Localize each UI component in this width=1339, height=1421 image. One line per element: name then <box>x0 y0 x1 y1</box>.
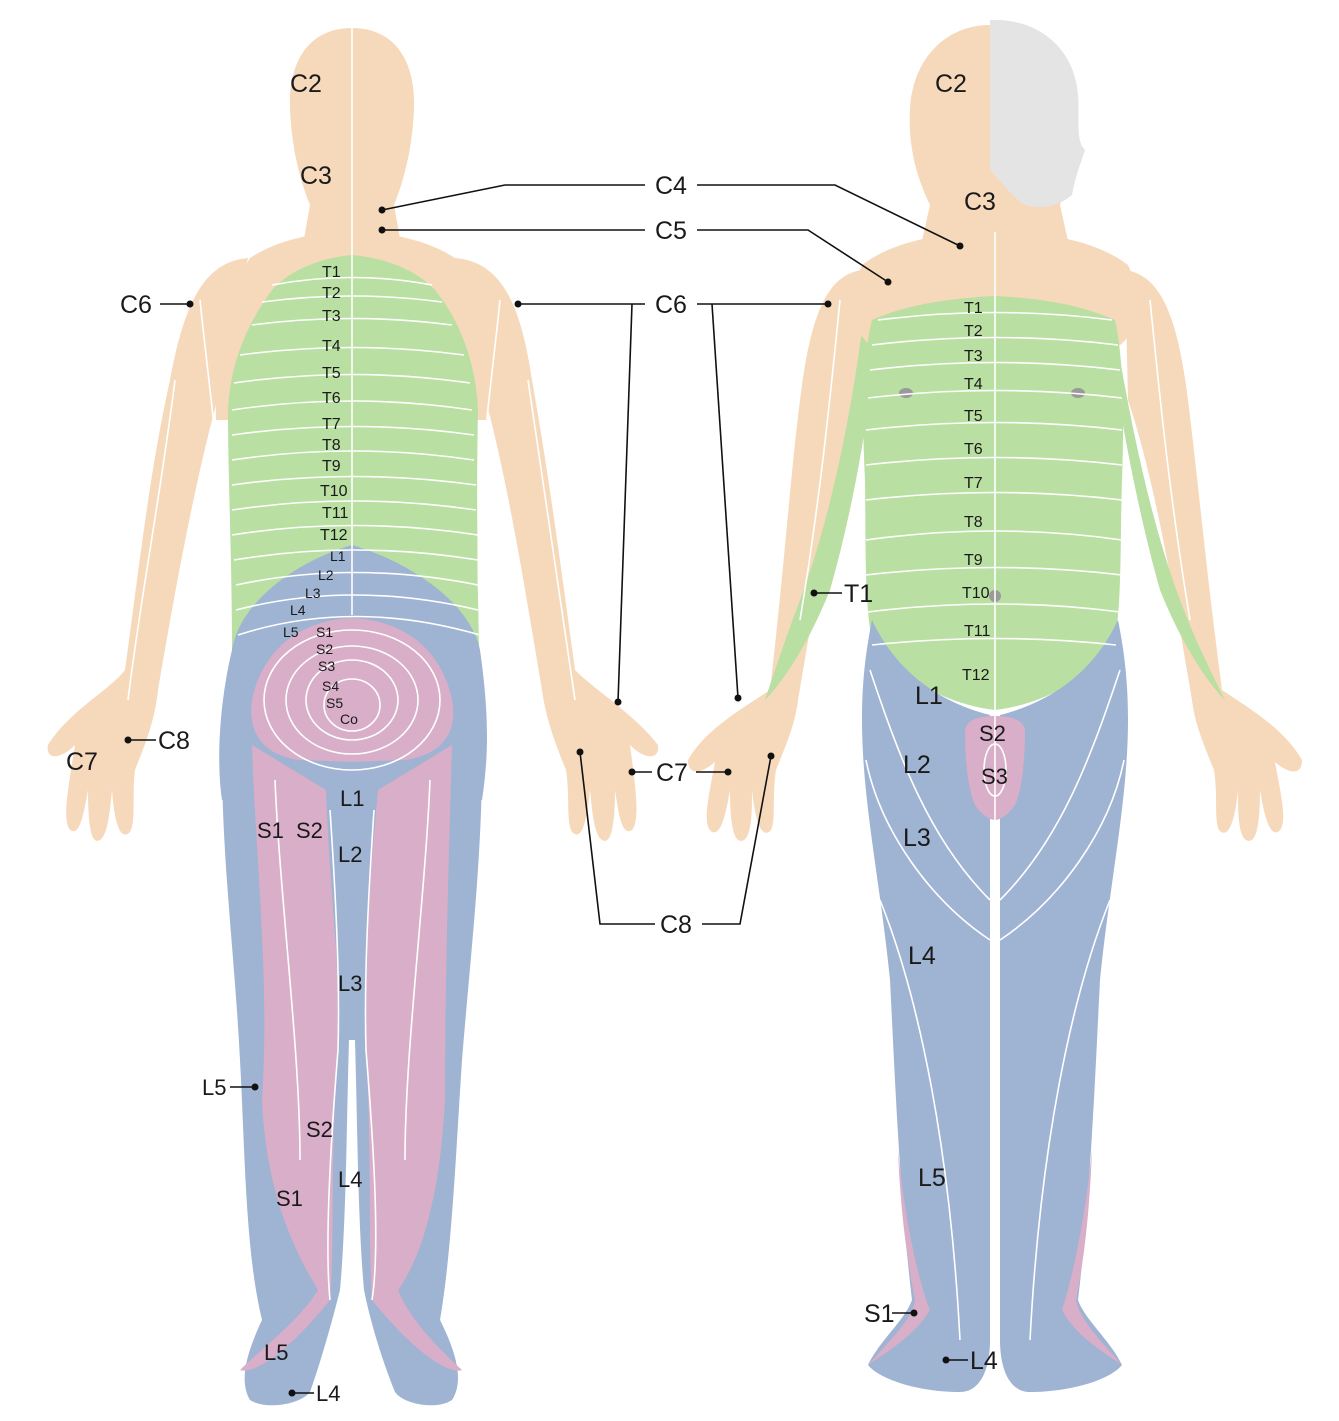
back-label-C7: C7 <box>66 748 98 776</box>
back-label-thigh-S2: S2 <box>296 818 323 843</box>
back-label-L5: L5 <box>283 624 299 640</box>
shared-label-C8: C8 <box>660 911 692 939</box>
back-label-C6: C6 <box>120 291 152 319</box>
back-label-C8: C8 <box>158 727 190 755</box>
back-label-L2: L2 <box>318 567 334 583</box>
back-label-L1: L1 <box>330 548 346 564</box>
back-label-S3: S3 <box>318 658 335 674</box>
left-nipple <box>899 388 913 398</box>
front-label-T1: T1 <box>964 300 983 317</box>
front-label-T9: T9 <box>964 552 983 569</box>
back-label-S1: S1 <box>316 624 333 640</box>
back-label-calf-S2: S2 <box>306 1117 333 1142</box>
back-label-S5: S5 <box>326 695 343 711</box>
front-dermatome-lines <box>799 232 1191 1341</box>
back-label-T4: T4 <box>322 338 341 355</box>
front-label-S2: S2 <box>979 721 1006 746</box>
front-label-arm-T1: T1 <box>844 580 873 608</box>
front-labels: C2 C3 T1 T2 T3 T4 T5 T6 T7 T8 T9 T10 T11… <box>844 70 1008 1375</box>
front-label-T11: T11 <box>964 623 990 640</box>
back-right-arm <box>455 258 659 841</box>
shared-labels: C4 C5 C6 C7 C8 <box>655 172 692 939</box>
front-label-T12: T12 <box>962 667 990 684</box>
back-label-T3: T3 <box>322 308 341 325</box>
back-label-T8: T8 <box>322 437 341 454</box>
back-label-Co: Co <box>340 711 358 727</box>
front-left-arm <box>688 270 862 841</box>
front-label-L4: L4 <box>908 942 936 970</box>
back-label-C2: C2 <box>290 70 322 98</box>
front-label-T10: T10 <box>962 585 990 602</box>
back-label-S2: S2 <box>316 641 333 657</box>
front-label-T5: T5 <box>964 408 983 425</box>
back-label-C3: C3 <box>300 162 332 190</box>
back-label-calf-S1: S1 <box>276 1186 303 1211</box>
back-label-T7: T7 <box>322 416 341 433</box>
back-label-T9: T9 <box>322 458 341 475</box>
back-label-T2: T2 <box>322 285 341 302</box>
back-inner-thigh-gap <box>329 772 375 1040</box>
back-label-thigh-L2: L2 <box>338 842 362 867</box>
front-thoracic-zone <box>863 296 1124 710</box>
front-label-C2: C2 <box>935 70 967 98</box>
leader-lines <box>124 184 968 1397</box>
front-label-S3: S3 <box>981 764 1008 789</box>
front-label-T8: T8 <box>964 514 983 531</box>
back-label-thigh-L1: L1 <box>340 786 364 811</box>
front-label-T7: T7 <box>964 475 983 492</box>
front-right-ankle-sacral <box>1062 1150 1122 1365</box>
front-label-T4: T4 <box>964 376 983 393</box>
front-label-L3: L3 <box>903 824 931 852</box>
front-left-forearm-thoracic <box>765 330 875 700</box>
back-sacral-zone <box>251 618 454 762</box>
front-left-leg <box>862 620 990 1392</box>
back-label-thigh-S1: S1 <box>257 818 284 843</box>
back-label-T12: T12 <box>320 527 348 544</box>
back-label-L4: L4 <box>290 602 306 618</box>
hair <box>990 19 1085 207</box>
back-left-thigh-sacral <box>240 745 339 1371</box>
front-label-T2: T2 <box>964 323 983 340</box>
front-label-T6: T6 <box>964 441 983 458</box>
back-right-thigh-sacral <box>364 745 462 1371</box>
back-label-calf-L4: L4 <box>338 1167 362 1192</box>
back-label-T10: T10 <box>320 483 348 500</box>
front-label-C3: C3 <box>964 188 996 216</box>
back-label-T5: T5 <box>322 365 341 382</box>
front-view-figure <box>688 19 1302 1392</box>
back-dermatome-lines <box>127 28 576 1301</box>
front-label-L2: L2 <box>903 751 931 779</box>
back-label-foot-L5: L5 <box>264 1340 288 1365</box>
front-right-arm <box>1125 270 1302 841</box>
back-label-T1: T1 <box>322 264 341 281</box>
back-labels: C2 C3 C6 C7 C8 T1 T2 T3 T4 T5 T6 T7 T8 T… <box>66 70 364 1406</box>
back-left-arm <box>47 258 248 841</box>
front-label-foot-S1: S1 <box>864 1300 895 1328</box>
front-label-foot-L4: L4 <box>970 1347 998 1375</box>
back-label-calf-L5: L5 <box>202 1075 226 1100</box>
front-label-T3: T3 <box>964 348 983 365</box>
shared-label-C4: C4 <box>655 172 687 200</box>
back-label-S4: S4 <box>322 678 339 694</box>
front-right-leg <box>1000 620 1128 1392</box>
back-label-T6: T6 <box>322 390 341 407</box>
shared-label-C5: C5 <box>655 217 687 245</box>
back-label-L3: L3 <box>305 585 321 601</box>
back-label-foot-L4: L4 <box>316 1381 340 1406</box>
front-label-L5: L5 <box>918 1164 946 1192</box>
shared-label-C6: C6 <box>655 291 687 319</box>
front-label-L1: L1 <box>915 682 943 710</box>
back-view-figure <box>47 28 659 1406</box>
back-label-T11: T11 <box>322 505 348 522</box>
back-label-thigh-L3: L3 <box>338 971 362 996</box>
shared-label-C7: C7 <box>656 759 688 787</box>
